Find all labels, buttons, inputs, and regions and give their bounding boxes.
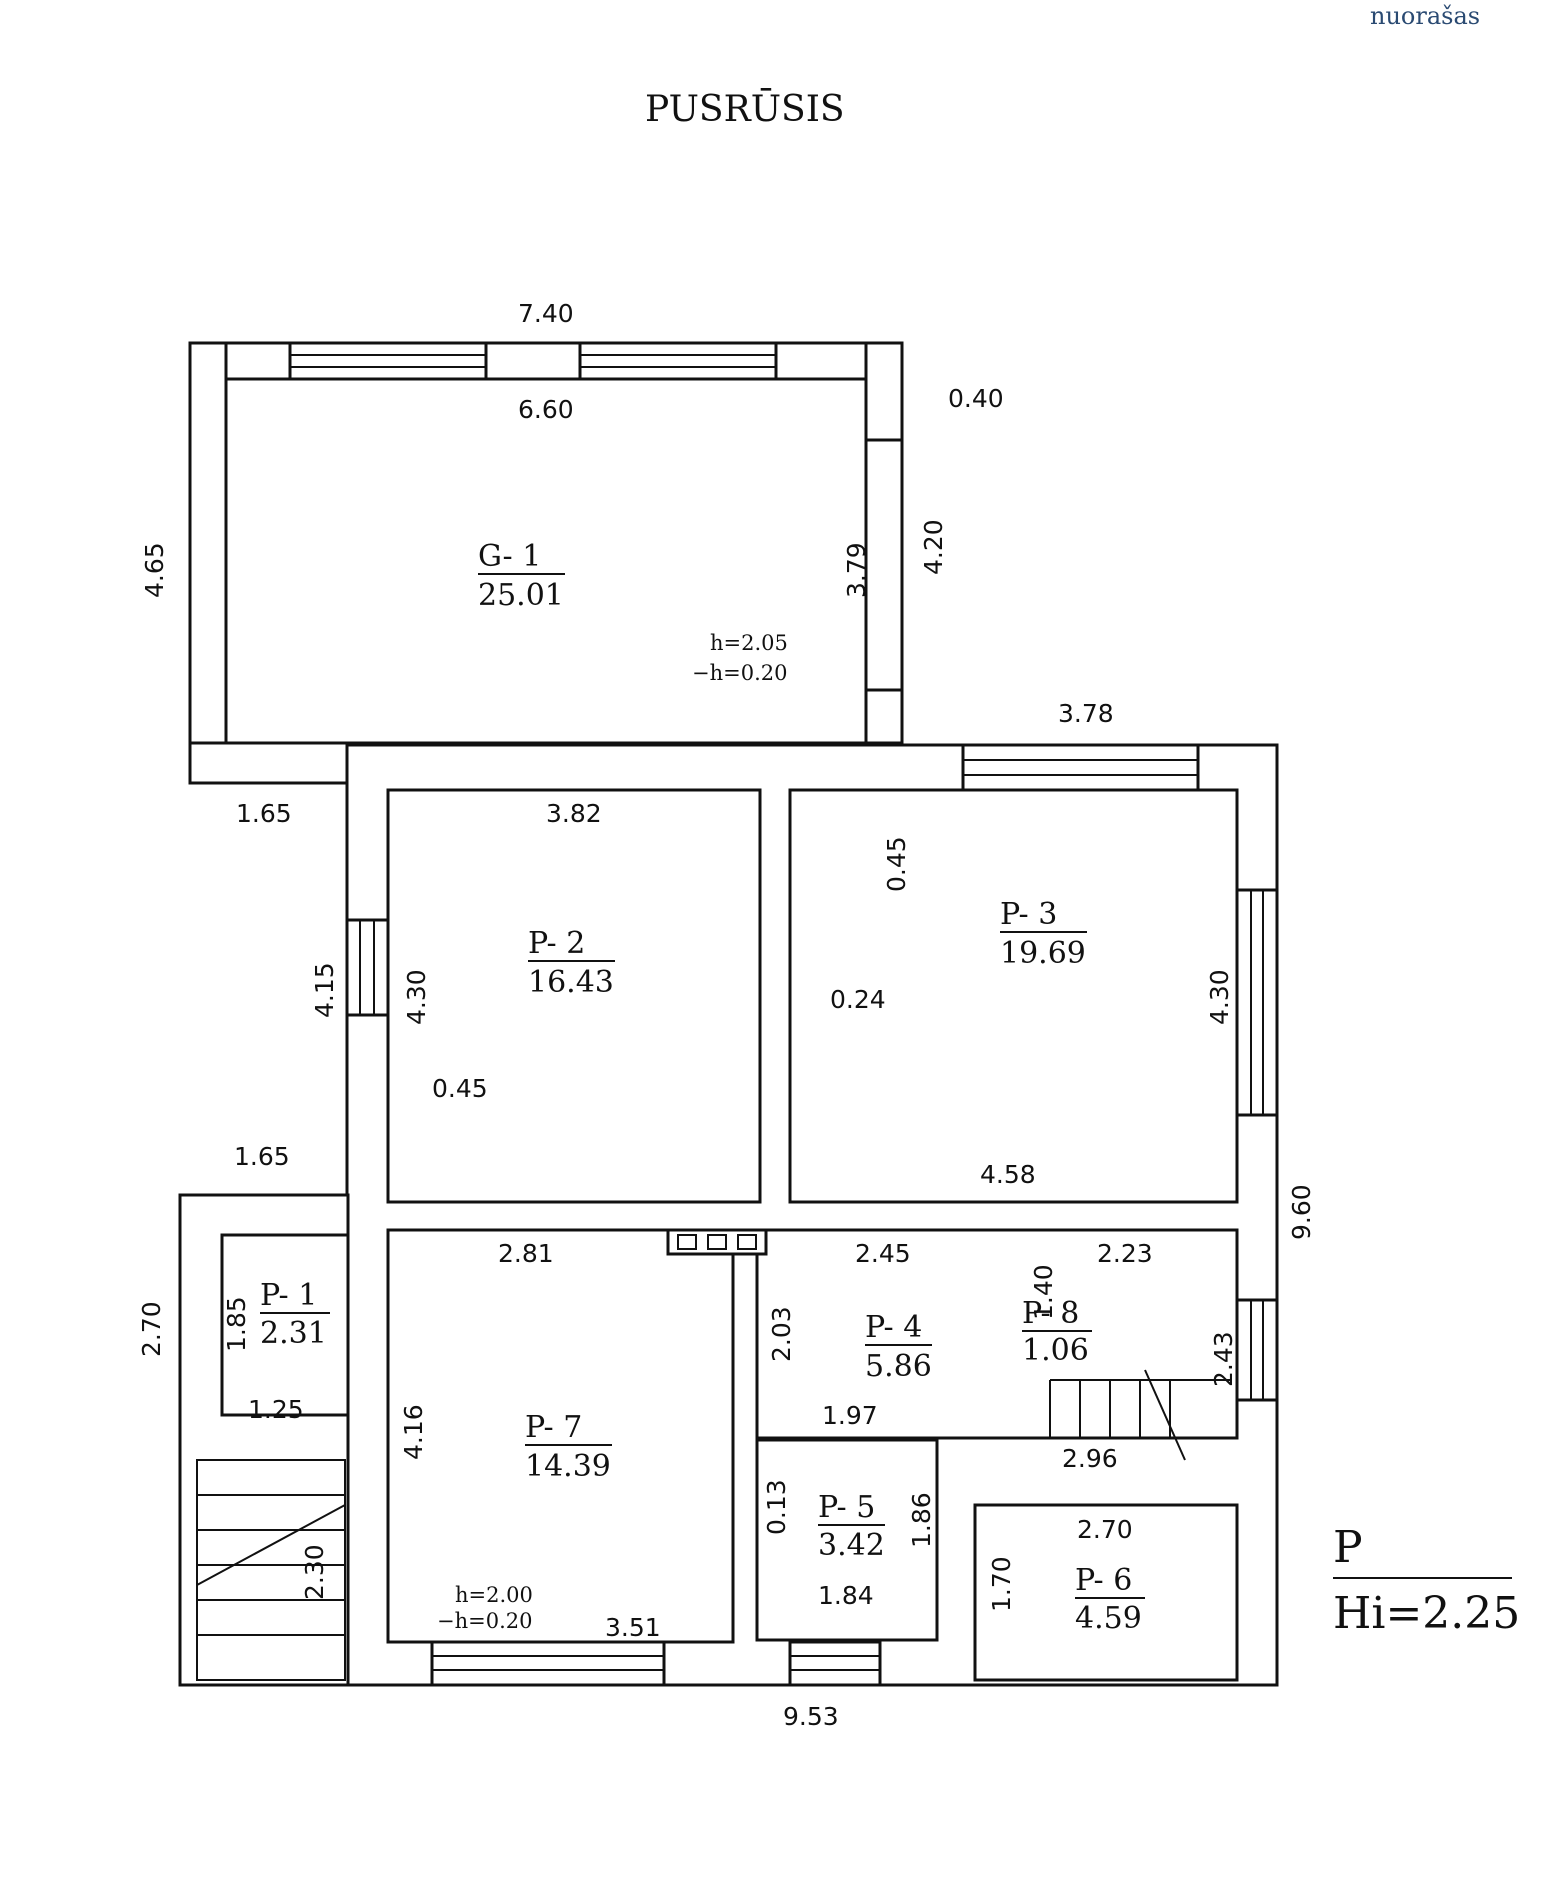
dimension-label: 3.82	[546, 799, 602, 828]
dimension-label: 4.15	[310, 962, 339, 1018]
dimension-label: 9.60	[1287, 1184, 1316, 1240]
dimension-label: 4.30	[1205, 969, 1234, 1025]
room-code: P- 1	[260, 1278, 317, 1313]
dimension-label: 4.65	[140, 542, 169, 598]
room-code: P- 8	[1022, 1296, 1079, 1331]
dimension-label: 3.78	[1058, 699, 1114, 728]
dimension-label: 2.43	[1209, 1331, 1238, 1387]
dimension-label: 2.45	[855, 1239, 911, 1268]
dimension-label: 1.86	[907, 1492, 936, 1548]
room-label-g1: G- 1 25.01	[478, 539, 565, 613]
room-label-p4: P- 4 5.86	[865, 1310, 932, 1384]
dimension-label: 1.70	[987, 1556, 1016, 1612]
height-note: h=2.05	[710, 631, 788, 655]
dimension-label: 1.97	[822, 1401, 878, 1430]
legend-label: P	[1333, 1522, 1363, 1573]
room-label-p7: P- 7 14.39	[525, 1410, 612, 1484]
dimension-label: 1.65	[236, 799, 292, 828]
dimension-label: 4.30	[402, 969, 431, 1025]
room-code: P- 7	[525, 1410, 582, 1445]
room-area: 4.59	[1075, 1601, 1142, 1636]
room-area: 19.69	[1000, 936, 1086, 971]
dimension-label: 0.13	[762, 1479, 791, 1535]
dimension-label: 0.40	[948, 384, 1004, 413]
dimension-label: 1.65	[234, 1142, 290, 1171]
room-code: P- 4	[865, 1310, 922, 1345]
room-area: 5.86	[865, 1349, 932, 1384]
room-area: 1.06	[1022, 1333, 1089, 1368]
room-area: 25.01	[478, 578, 564, 613]
room-code: G- 1	[478, 539, 541, 574]
dimension-label: 2.70	[1077, 1515, 1133, 1544]
room-code: P- 5	[818, 1490, 875, 1525]
dimension-label: 2.81	[498, 1239, 554, 1268]
plan-title: PUSRŪSIS	[645, 89, 845, 130]
dimension-label: 0.45	[432, 1074, 488, 1103]
dimension-label: 3.51	[605, 1613, 661, 1642]
room-label-p3: P- 3 19.69	[1000, 897, 1087, 971]
height-note: −h=0.20	[437, 1609, 532, 1633]
dimension-label: 2.96	[1062, 1444, 1118, 1473]
room-code: P- 3	[1000, 897, 1057, 932]
dimension-label: 1.84	[818, 1581, 874, 1610]
dimension-label: 1.25	[248, 1395, 304, 1424]
room-area: 3.42	[818, 1528, 885, 1563]
wall-main-body	[178, 743, 1279, 1687]
wall-garage	[188, 341, 904, 785]
height-note: h=2.00	[455, 1583, 533, 1607]
legend: P Hi=2.25	[1333, 1522, 1520, 1639]
room-area: 14.39	[525, 1449, 611, 1484]
dimension-label: 2.70	[137, 1301, 166, 1357]
room-code: P- 6	[1075, 1563, 1132, 1598]
room-label-p1: P- 1 2.31	[260, 1278, 330, 1351]
room-area: 16.43	[528, 965, 614, 1000]
dimension-label: 2.30	[300, 1544, 329, 1600]
dimension-label: 7.40	[518, 299, 574, 328]
room-label-p8: P- 8 1.06	[1022, 1296, 1092, 1368]
dimension-label: 1.85	[222, 1296, 251, 1352]
dimension-label: 9.53	[783, 1702, 839, 1731]
dimension-label: 0.45	[882, 836, 911, 892]
height-note: −h=0.20	[692, 661, 787, 685]
dimension-label: 0.24	[830, 985, 886, 1014]
dimension-label: 3.79	[842, 542, 871, 598]
dimension-label: 4.58	[980, 1160, 1036, 1189]
brand-watermark: nuorašas	[1370, 2, 1480, 30]
room-label-p6: P- 6 4.59	[1075, 1563, 1145, 1636]
room-code: P- 2	[528, 926, 585, 961]
legend-height: Hi=2.25	[1333, 1588, 1520, 1639]
dimension-label: 1.40	[1029, 1264, 1058, 1320]
dimension-label: 4.20	[919, 519, 948, 575]
dimension-label: 2.23	[1097, 1239, 1153, 1268]
room-area: 2.31	[260, 1316, 327, 1351]
dimension-label: 4.16	[399, 1404, 428, 1460]
room-label-p5: P- 5 3.42	[818, 1490, 885, 1563]
room-label-p2: P- 2 16.43	[528, 926, 615, 1000]
dimension-label: 2.03	[767, 1306, 796, 1362]
dimension-label: 6.60	[518, 395, 574, 424]
